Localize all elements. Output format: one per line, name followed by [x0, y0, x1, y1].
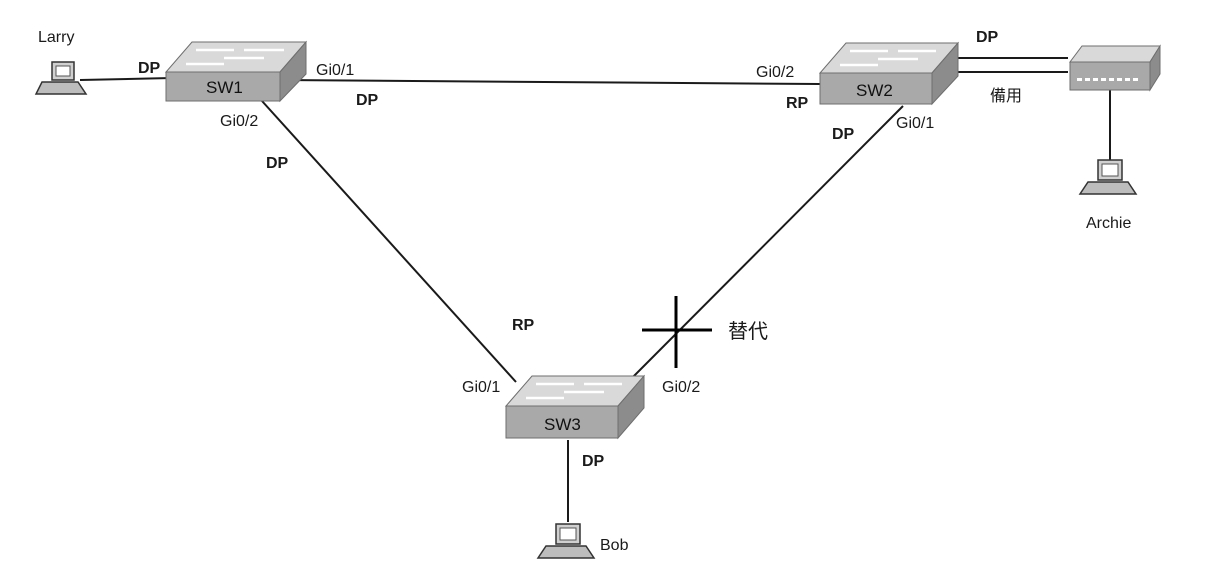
port-label-sw1-gi0-1: Gi0/1: [316, 62, 354, 79]
switch-arrows-icon: [186, 48, 284, 66]
port-label-sw3-gi0-2: Gi0/2: [662, 379, 700, 396]
switch-front: [819, 72, 933, 105]
host-label-bob: Bob: [600, 537, 629, 554]
role-label-sw1-sw3-dp: DP: [266, 155, 289, 172]
sw1-name: SW1: [206, 78, 243, 97]
switch-sw1[interactable]: SW1: [164, 40, 308, 103]
pc-archie[interactable]: [1078, 159, 1138, 195]
pc-bob[interactable]: [536, 523, 596, 559]
role-label-sw1-sw2-dp: DP: [356, 92, 379, 109]
host-label-archie: Archie: [1086, 215, 1131, 232]
computer-icon: [1078, 159, 1138, 195]
role-label-hub-backup: 備用: [990, 86, 1022, 105]
pc-larry[interactable]: [34, 61, 88, 95]
hub-ports-icon: [1077, 78, 1138, 81]
role-label-alternate: 替代: [728, 319, 768, 343]
role-label-sw2-sw3-dp: DP: [832, 126, 855, 143]
link-sw2-sw3: [627, 105, 904, 383]
role-label-larry-dp: DP: [138, 60, 161, 77]
port-label-sw2-gi0-2: Gi0/2: [756, 64, 794, 81]
role-label-sw3-rp: RP: [512, 317, 535, 334]
role-label-sw3-bob-dp: DP: [582, 453, 605, 470]
hub-front: [1069, 61, 1151, 91]
sw3-name: SW3: [544, 415, 581, 434]
link-sw1-sw3: [261, 100, 517, 383]
port-label-sw2-gi0-1: Gi0/1: [896, 115, 934, 132]
switch-front: [505, 405, 619, 439]
computer-icon: [536, 523, 596, 559]
role-label-hub-dp: DP: [976, 29, 999, 46]
sw2-name: SW2: [856, 81, 893, 100]
role-label-sw2-rp: RP: [786, 95, 809, 112]
link-larry-sw1: [79, 77, 173, 81]
hub[interactable]: [1069, 44, 1161, 92]
links: [79, 57, 1111, 522]
blocked-port-cross: [642, 296, 712, 368]
port-label-sw1-gi0-2: Gi0/2: [220, 113, 258, 130]
link-sw1-sw2: [279, 79, 821, 85]
switch-sw2[interactable]: SW2: [818, 41, 960, 106]
switch-arrows-icon: [840, 49, 936, 67]
switch-arrows-icon: [526, 382, 622, 400]
port-label-sw3-gi0-1: Gi0/1: [462, 379, 500, 396]
switch-sw3[interactable]: SW3: [504, 374, 646, 440]
computer-icon: [34, 61, 88, 95]
hub-top: [1069, 45, 1161, 63]
host-label-larry: Larry: [38, 29, 74, 46]
switch-front: [165, 71, 281, 102]
